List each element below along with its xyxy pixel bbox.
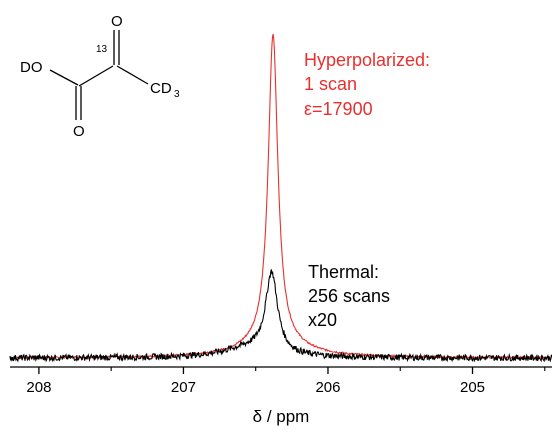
series-layer xyxy=(9,33,552,363)
thermal-series-line xyxy=(9,269,552,363)
molecule-structure: DO O O CD 3 13 xyxy=(20,13,180,140)
bond-c1-c2 xyxy=(78,65,114,87)
hyperpolarized-annotation-line-2: 1 scan xyxy=(304,74,357,94)
label-cd: CD xyxy=(150,80,172,97)
x-axis: 208 207 206 205 xyxy=(10,366,552,396)
x-tick-label-207: 207 xyxy=(171,379,196,396)
hyperpolarized-annotation: Hyperpolarized: 1 scan ε=17900 xyxy=(304,50,430,119)
label-o-bottom: O xyxy=(73,123,85,140)
label-do: DO xyxy=(20,59,43,76)
hyperpolarized-annotation-line-1: Hyperpolarized: xyxy=(304,50,430,70)
hyperpolarized-annotation-line-3: ε=17900 xyxy=(304,99,373,119)
label-o-top: O xyxy=(111,13,123,30)
thermal-annotation-line-1: Thermal: xyxy=(308,262,379,282)
bond-do-c1 xyxy=(49,69,79,86)
thermal-annotation-line-3: x20 xyxy=(308,310,337,330)
x-axis-label: δ / ppm xyxy=(253,407,310,426)
label-cd-subscript: 3 xyxy=(174,89,180,100)
x-tick-label-206: 206 xyxy=(315,379,340,396)
x-tick-label-205: 205 xyxy=(460,379,485,396)
label-13-superscript: 13 xyxy=(96,44,108,55)
bond-c2-c3 xyxy=(116,65,149,85)
thermal-annotation: Thermal: 256 scans x20 xyxy=(308,262,390,330)
x-tick-label-208: 208 xyxy=(26,379,51,396)
thermal-annotation-line-2: 256 scans xyxy=(308,286,390,306)
hyperpolarized-series-line xyxy=(9,33,552,360)
